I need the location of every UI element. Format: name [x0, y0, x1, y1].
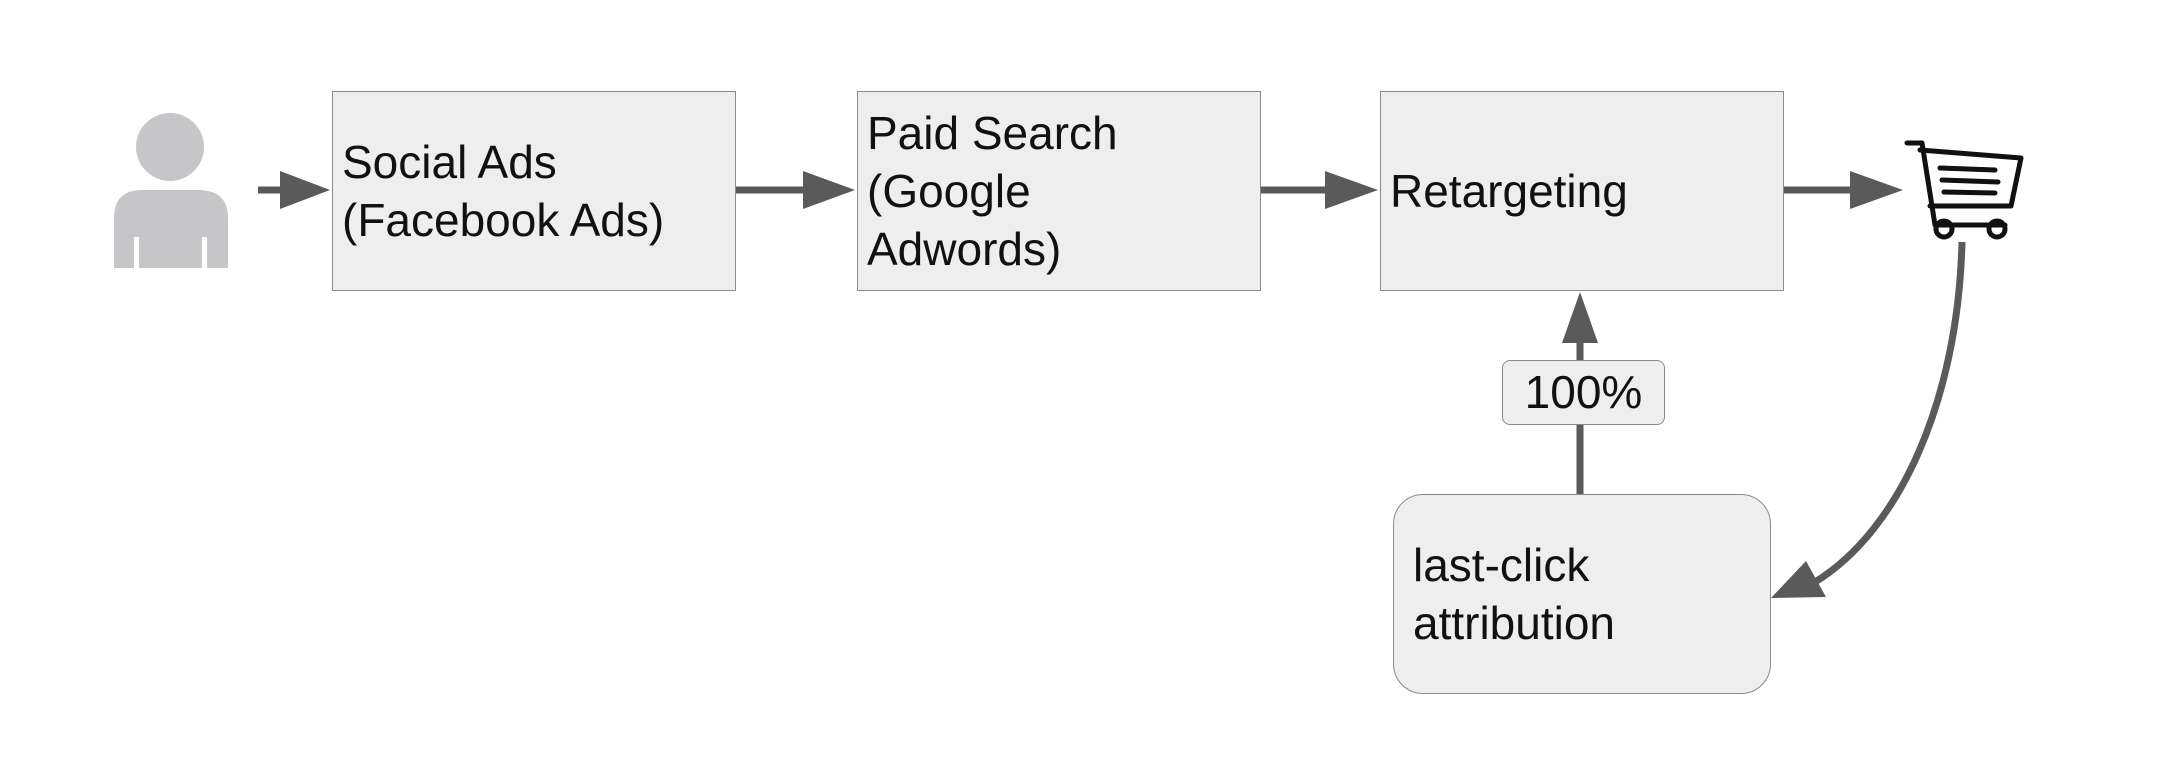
person-icon — [114, 113, 228, 268]
stage-paid-search-label: Paid Search (Google Adwords) — [867, 104, 1118, 278]
arrow-retargeting-to-cart — [1784, 171, 1903, 209]
arrow-paid-to-retargeting — [1261, 171, 1378, 209]
stage-retargeting-label: Retargeting — [1390, 162, 1628, 220]
stage-label-line: (Google — [867, 165, 1031, 217]
stage-social-ads-label: Social Ads (Facebook Ads) — [342, 133, 664, 249]
arrow-cart-to-attribution — [1771, 241, 1966, 598]
stage-label-line: Adwords) — [867, 223, 1062, 275]
attribution-share-badge: 100% — [1502, 360, 1665, 425]
stage-paid-search: Paid Search (Google Adwords) — [857, 91, 1261, 291]
stage-retargeting: Retargeting — [1380, 91, 1784, 291]
stage-label-line: Paid Search — [867, 107, 1118, 159]
attribution-label-line: attribution — [1413, 597, 1616, 649]
shopping-cart-icon — [1904, 140, 2024, 240]
stage-social-ads: Social Ads (Facebook Ads) — [332, 91, 736, 291]
arrow-social-to-paid — [736, 171, 855, 209]
last-click-attribution-label: last-click attribution — [1413, 536, 1615, 652]
stage-label-line: Social Ads — [342, 136, 557, 188]
attribution-label-line: last-click — [1413, 539, 1590, 591]
last-click-attribution-box: last-click attribution — [1393, 494, 1771, 694]
arrow-person-to-social — [258, 171, 330, 209]
stage-label-line: (Facebook Ads) — [342, 194, 665, 246]
stage-label-line: Retargeting — [1390, 165, 1628, 217]
